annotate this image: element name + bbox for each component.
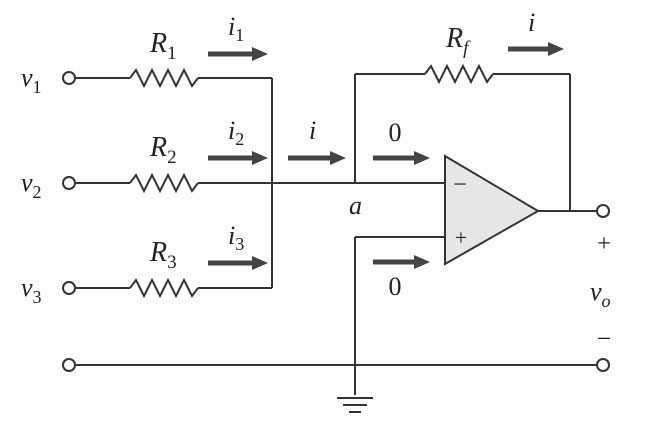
label-v1: v1 xyxy=(21,63,42,97)
terminal-v3 xyxy=(62,281,76,295)
label-i-sum: i xyxy=(309,116,316,145)
terminal-output xyxy=(596,204,610,218)
arrow-i-sum xyxy=(288,151,346,165)
resistor-r2 xyxy=(129,172,199,194)
terminal-v1 xyxy=(62,71,76,85)
label-i2: i2 xyxy=(228,116,244,149)
label-r1: R1 xyxy=(149,28,177,64)
arrow-i2 xyxy=(208,151,268,165)
label-i3: i3 xyxy=(228,221,244,254)
label-r3: R3 xyxy=(149,237,177,273)
label-i-noninverting-zero: 0 xyxy=(389,272,402,301)
arrow-i3 xyxy=(208,256,268,270)
arrow-i-noninverting xyxy=(373,255,430,269)
inverting-input-sign: − xyxy=(453,172,467,198)
arrow-i-feedback xyxy=(508,42,564,56)
label-v3: v3 xyxy=(21,273,42,307)
label-i1: i1 xyxy=(228,12,244,45)
label-output-minus: − xyxy=(597,324,612,353)
arrow-i-inverting xyxy=(373,151,430,165)
arrow-i1 xyxy=(208,47,268,61)
label-rf: Rf xyxy=(445,23,471,59)
label-vo: vo xyxy=(590,277,611,311)
wires xyxy=(76,73,597,395)
label-node-a: a xyxy=(349,191,362,220)
label-v2: v2 xyxy=(21,168,42,202)
noninverting-input-sign: + xyxy=(455,225,467,250)
resistor-r1 xyxy=(129,67,199,89)
resistor-rf xyxy=(424,63,494,85)
resistor-r3 xyxy=(129,277,199,299)
terminal-ground-right xyxy=(596,358,610,372)
label-i-inverting-zero: 0 xyxy=(389,118,402,147)
label-i-feedback: i xyxy=(528,8,535,37)
terminal-v2 xyxy=(62,176,76,190)
label-r2: R2 xyxy=(149,132,177,168)
op-amp: − + xyxy=(444,154,540,266)
label-output-plus: + xyxy=(597,231,611,257)
op-amp-body xyxy=(444,154,540,266)
terminal-ground-left xyxy=(62,358,76,372)
ground-icon xyxy=(337,397,373,413)
